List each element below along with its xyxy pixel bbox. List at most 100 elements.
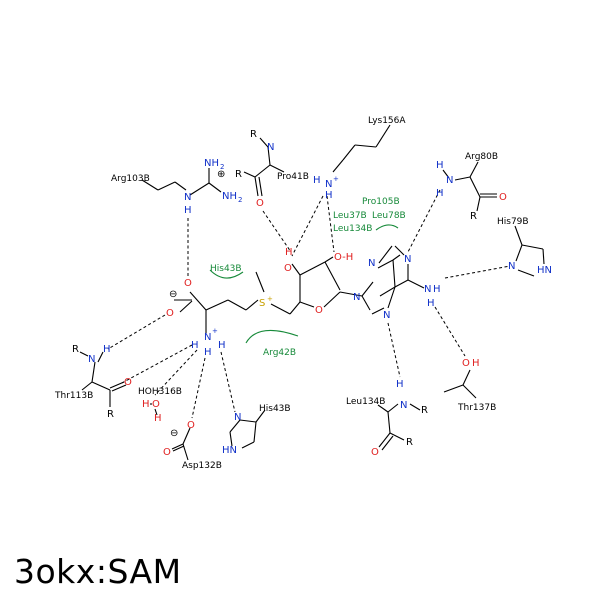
atom-hoh316b-o: O [152,399,160,410]
atom-his43b-n: N [234,412,241,423]
svg-text:H: H [433,284,441,295]
hbond-thr113b-o [119,344,193,385]
residue-label-pro105b: Pro105B [362,197,400,207]
svg-text:R: R [72,344,79,355]
svg-text:R: R [235,169,242,180]
svg-text:+: + [267,295,273,303]
svg-text:H: H [218,340,226,351]
residue-label-his79b: His79B [497,217,529,227]
residue-label-thr137b: Thr137B [457,403,496,413]
residue-label-leu37b: Leu37B [333,211,367,221]
atom-leu134b-o: O [371,447,379,458]
residue-label-leu134b-hydrophobic: Leu134B [333,224,372,234]
atom-his43b-hn: HN [222,445,237,456]
svg-text:H: H [204,347,212,358]
atom-arg103b-n: N [184,192,191,203]
atom-carboxylate-o2: O [166,308,174,319]
atom-arg103b-charge: ⊕ [217,169,225,180]
atom-hoh316b-h1: H [142,399,150,410]
hbond-arg80b [407,189,441,253]
atom-arg80b-n: N [446,175,453,186]
svg-text:R: R [107,409,114,420]
atom-arg103b-nh-top: NH [204,158,219,169]
svg-text:H: H [396,379,404,390]
svg-text:R: R [421,405,428,416]
residue-label-leu78b: Leu78B [372,211,406,221]
atom-purine-n6: N [424,284,431,295]
hydrophobic-contacts [209,224,399,344]
atom-leu134b-n: N [400,400,407,411]
residue-label-asp132b: Asp132B [182,461,222,471]
hbond-leu134b [387,322,401,378]
svg-text:2: 2 [238,196,242,204]
atom-thr137b-o: O [462,358,470,369]
atom-hoh316b-h2: H [154,413,162,424]
residue-label-arg42b: Arg42B [263,348,296,358]
atom-ribose-o2: O [284,263,292,274]
hydrogen-bonds [107,189,511,419]
hbond-asp132b [191,357,206,419]
atom-carboxylate-o1: O [184,278,192,289]
hydrophobic-arc-leu134b [375,224,399,231]
hbond-thr113b [107,314,166,350]
residue-label-hoh316b: HOH316B [138,387,182,397]
atom-his79b-hn: HN [537,265,552,276]
atom-arg103b-nh-right: NH [222,191,237,202]
svg-text:R: R [406,437,413,448]
svg-text:H: H [313,175,321,186]
svg-text:H: H [325,190,333,201]
svg-text:H: H [191,340,199,351]
svg-text:+: + [212,327,218,335]
svg-text:2: 2 [220,163,224,171]
residue-label-pro41b: Pro41B [277,172,309,182]
residue-label-lys156a: Lys156A [368,116,406,126]
figure-caption: 3okx:SAM [14,552,182,591]
hbond-lys156a-o3 [326,195,335,253]
svg-text:⊖: ⊖ [170,428,178,439]
atom-pro41b-n: N [267,142,274,153]
atom-purine-n1: N [404,254,411,265]
atom-asp132b-o1: O [187,420,195,431]
atom-arg80b-h-top: H [436,160,444,171]
residue-label-arg103b: Arg103B [111,174,150,184]
ligand-bonds [174,245,425,333]
atom-thr113b-o: O [124,377,132,388]
hbond-hoh316b [154,349,198,396]
svg-text:R: R [470,211,477,222]
residue-labels: Lys156A Arg103B Pro41B Arg80B His79B Pro… [54,116,529,471]
residue-label-thr113b: Thr113B [54,391,93,401]
residue-label-arg80b: Arg80B [465,152,498,162]
residue-label-leu134b: Leu134B [346,397,385,407]
atom-arg80b-o: O [499,192,507,203]
hbond-his43b [220,351,236,413]
atom-ribose-o3: O-H [334,252,353,263]
hydrophobic-arc-his43b [209,269,244,279]
hbond-his79b [444,265,511,279]
residue-label-his43b: His43B [259,404,291,414]
hbond-thr137b [434,306,466,357]
svg-text:H: H [285,247,293,258]
atom-amine-n: N [204,332,211,343]
atom-ribose-o4: O [315,305,323,316]
hydrophobic-arc-arg42b [245,329,299,344]
residue-label-his43b-hydrophobic: His43B [210,264,242,274]
atom-labels: NH 2 NH 2 ⊕ N H R N R O N + H H H N H R … [72,129,552,458]
svg-text:+: + [333,175,339,183]
atom-pro41b-o: O [256,198,264,209]
atom-purine-n7: N [383,310,390,321]
atom-thr113b-n: N [88,354,95,365]
svg-text:R: R [250,129,257,140]
atom-sulfonium: S [259,298,265,309]
svg-text:H: H [427,298,435,309]
atom-lys156a-n: N [325,179,332,190]
atom-asp132b-o2: O [163,447,171,458]
atom-purine-n9: N [353,292,360,303]
hbond-lys156a-o2 [291,195,324,257]
svg-text:⊖: ⊖ [169,289,177,300]
hbond-pro41b [262,210,292,253]
atom-arg80b-h: H [436,188,444,199]
svg-text:H: H [472,358,480,369]
atom-his79b-n: N [508,261,515,272]
atom-purine-n3: N [368,258,375,269]
